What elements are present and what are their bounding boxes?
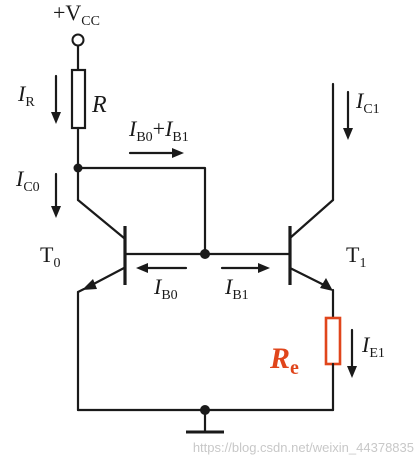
t1-label: T1: [346, 242, 366, 271]
re-label: Re: [269, 342, 299, 379]
ie1-arrow: [347, 328, 357, 378]
vcc-subscript: CC: [81, 14, 100, 29]
resistor-r-label: R: [91, 92, 107, 118]
vcc-terminal: [71, 33, 85, 72]
ir-label: IR: [17, 81, 35, 110]
ic0-label: IC0: [15, 166, 40, 195]
ib0-arrow: [136, 263, 188, 273]
transistor-t0: [76, 166, 127, 412]
feedback-wire: [73, 163, 207, 256]
ic0-arrow: [51, 172, 61, 218]
t0-label: T0: [40, 242, 60, 271]
ic1-label: IC1: [355, 88, 380, 117]
transistor-t1: [288, 82, 335, 320]
ib1-label: IB1: [224, 274, 249, 303]
ground-rail: [76, 405, 335, 434]
ib0-plus-ib1-label: IB0+IB1: [128, 116, 189, 145]
ib0-ib1-arrow: [128, 148, 184, 158]
watermark: https://blog.csdn.net/weixin_44378835: [193, 440, 414, 455]
ie1-label: IE1: [361, 332, 385, 361]
vcc-symbol: +V: [53, 0, 81, 25]
resistor-r: [70, 68, 87, 170]
vcc-label: +VCC: [53, 0, 100, 29]
base-line: [123, 249, 292, 259]
ib0-label: IB0: [153, 274, 178, 303]
ib1-arrow: [220, 263, 270, 273]
resistor-re: [324, 316, 342, 412]
ir-arrow: [51, 74, 61, 124]
ic1-arrow: [343, 90, 353, 140]
